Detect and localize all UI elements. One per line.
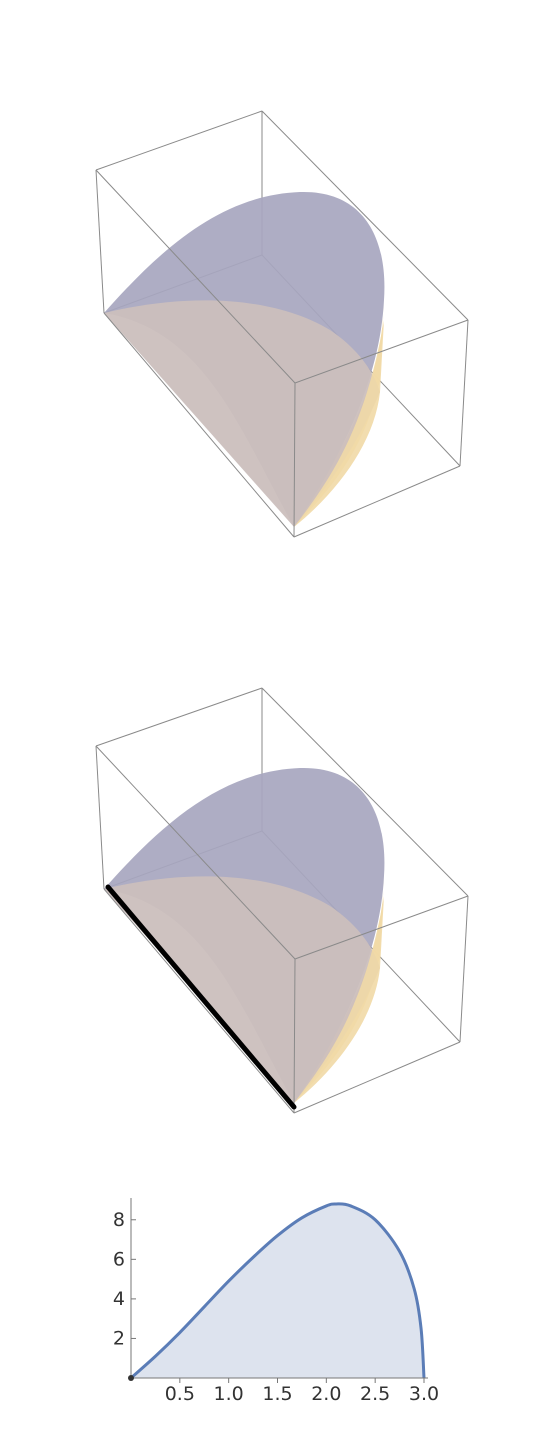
highlighted-edge <box>105 884 297 1110</box>
origin-point <box>128 1375 134 1381</box>
y-ticks: 2 4 6 8 <box>113 1209 136 1349</box>
x-tick-label: 1.0 <box>214 1383 244 1405</box>
surface-plot-2 <box>95 687 469 1114</box>
y-axis: 2 4 6 8 <box>113 1198 136 1380</box>
y-tick-label: 4 <box>113 1288 125 1310</box>
y-tick-label: 8 <box>113 1209 125 1231</box>
surface <box>104 767 385 1103</box>
x-ticks: 0.5 1.0 1.5 2.0 2.5 3.0 <box>165 1378 439 1405</box>
surface-side-strip <box>294 896 384 1103</box>
y-tick-label: 2 <box>113 1327 125 1349</box>
surface-side-strip <box>294 320 384 527</box>
area-layer <box>130 1202 426 1380</box>
surface-front-face <box>104 876 380 1103</box>
x-tick-label: 3.0 <box>409 1383 439 1405</box>
bounding-box-front <box>95 745 469 1114</box>
y-tick-label: 6 <box>113 1248 125 1270</box>
x-axis: 0.5 1.0 1.5 2.0 2.5 3.0 <box>131 1377 439 1405</box>
surface-plot-1 <box>95 110 469 538</box>
surface <box>104 191 385 527</box>
x-tick-label: 2.0 <box>311 1383 341 1405</box>
area-line <box>130 1202 426 1380</box>
surface-front-face <box>104 300 380 527</box>
x-tick-label: 1.5 <box>262 1383 292 1405</box>
area-chart: 2 4 6 8 0.5 1.0 1.5 2.0 2.5 3.0 <box>113 1198 439 1405</box>
x-tick-label: 2.5 <box>360 1383 390 1405</box>
bounding-box-front <box>95 169 469 538</box>
area-fill <box>131 1203 424 1378</box>
x-tick-label: 0.5 <box>165 1383 195 1405</box>
